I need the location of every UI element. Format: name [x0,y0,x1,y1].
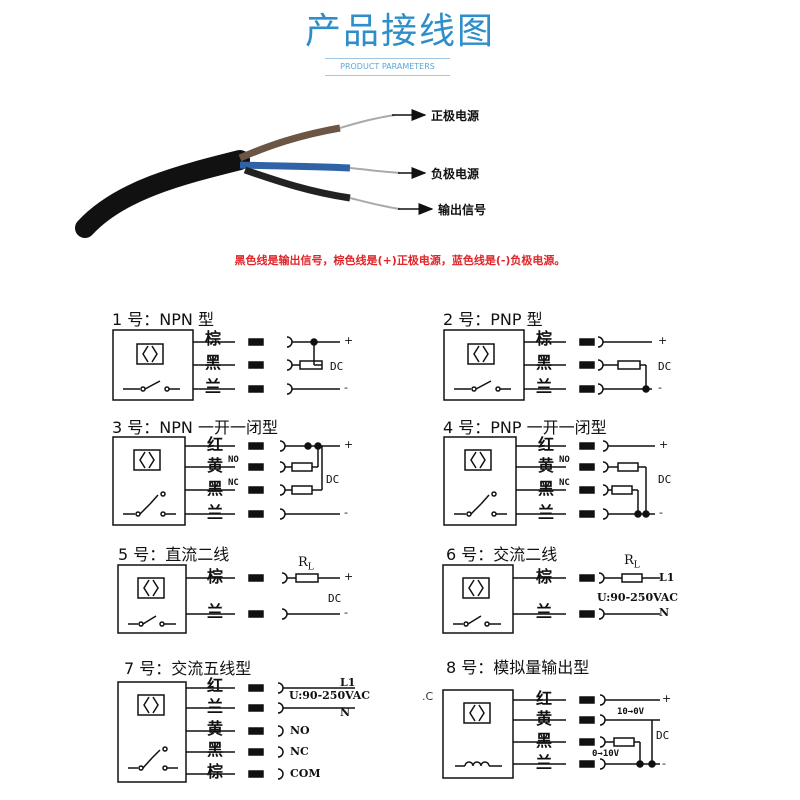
diagram-1 [112,329,340,401]
diagram-8-title: 8 号：模拟量输出型 [446,658,590,677]
wire-label: 兰 [205,377,222,396]
terminal-label: + [659,438,669,451]
diagram-4 [443,436,655,526]
wire-label: 兰 [536,602,553,621]
wire-label: 红 [207,676,224,695]
wire-label: 棕 [536,567,553,586]
diagram-7 [117,681,355,783]
diagram-7-title: 7 号：交流五线型 [124,659,252,678]
terminal-label: + [662,692,672,705]
cable-label-negative: 负极电源 [431,167,480,181]
wire-label: 黑 [207,479,224,498]
wire-label: 兰 [207,602,224,621]
wire-label: 黄 [207,719,224,738]
wire-label: 兰 [538,503,555,522]
wire-label: 兰 [207,503,224,522]
terminal-label: - [662,757,666,770]
terminal-label: - [658,381,662,394]
terminal-label: L1 [340,676,356,689]
cable-label-positive: 正极电源 [431,109,480,123]
terminal-label: L1 [659,571,675,584]
wire-label: 棕 [207,567,224,586]
terminal-label: - [344,606,348,619]
load-label: RL [624,553,640,571]
terminal-label: + [344,334,354,347]
wire-label: 黄 [538,456,555,475]
diagram-3-title: 3 号：NPN 一开一闭型 [112,418,278,437]
terminal-label: N [340,706,351,719]
cable-note: 黑色线是输出信号，棕色线是(+)正极电源，蓝色线是(-)负极电源。 [234,254,566,267]
diagram-6 [442,564,660,634]
contact-label: NC [559,478,570,488]
contact-label: NC [228,478,239,488]
terminal-label: DC [658,360,672,373]
terminal-label: COM [290,767,321,780]
diagram-5 [117,564,340,634]
terminal-label: DC [328,592,342,605]
wire-label: 黄 [207,456,224,475]
wire-label: 兰 [536,753,553,772]
wire-label: 黑 [536,731,553,750]
cable-label-output: 输出信号 [438,203,487,217]
terminal-label: + [344,438,354,451]
diagram-4-title: 4 号：PNP 一开一闭型 [443,418,607,437]
terminal-label: - [344,506,348,519]
page-title: 产品接线图 [304,11,495,52]
page-subtitle: PRODUCT PARAMETERS [325,58,450,76]
terminal-label: - [659,506,663,519]
wire-label: 兰 [207,697,224,716]
diagram-2-title: 2 号：PNP 型 [443,310,543,329]
diagram-8 [442,689,660,779]
wire-label: 兰 [536,377,553,396]
terminal-label: U:90-250VAC [597,591,679,604]
diagram-2 [443,329,652,401]
wire-label: 棕 [205,329,222,348]
terminal-label: 0→10V [592,749,620,759]
terminal-label: N [659,606,670,619]
contact-label: NO [228,455,239,465]
terminal-label: DC [326,473,340,486]
terminal-label: NC [290,745,309,758]
diagram-5-title: 5 号：直流二线 [118,545,230,564]
terminal-label: NO [290,724,310,737]
terminal-label: DC [658,473,672,486]
terminal-label: DC [330,360,344,373]
terminal-label: - [344,381,348,394]
terminal-label: DC [656,729,670,742]
wire-label: 红 [207,435,224,454]
diagram-6-title: 6 号：交流二线 [446,545,558,564]
wire-label: 棕 [536,329,553,348]
terminal-label: + [658,334,668,347]
wire-label: 黄 [536,709,553,728]
diagram-3 [112,436,340,526]
terminal-label: U:90-250VAC [289,689,371,702]
cable-illustration [75,109,434,238]
wire-label: 黑 [205,353,222,372]
wire-label: 红 [538,435,555,454]
wire-label: 黑 [536,353,553,372]
wire-label: 黑 [538,479,555,498]
wire-label: 棕 [207,762,224,781]
terminal-label: + [344,570,354,583]
contact-label: NO [559,455,570,465]
wire-label: 黑 [207,740,224,759]
edge-text: .C [422,690,434,703]
terminal-label: 10→0V [617,707,645,717]
wire-label: 红 [536,689,553,708]
load-label: RL [298,555,314,573]
diagram-1-title: 1 号：NPN 型 [112,310,214,329]
